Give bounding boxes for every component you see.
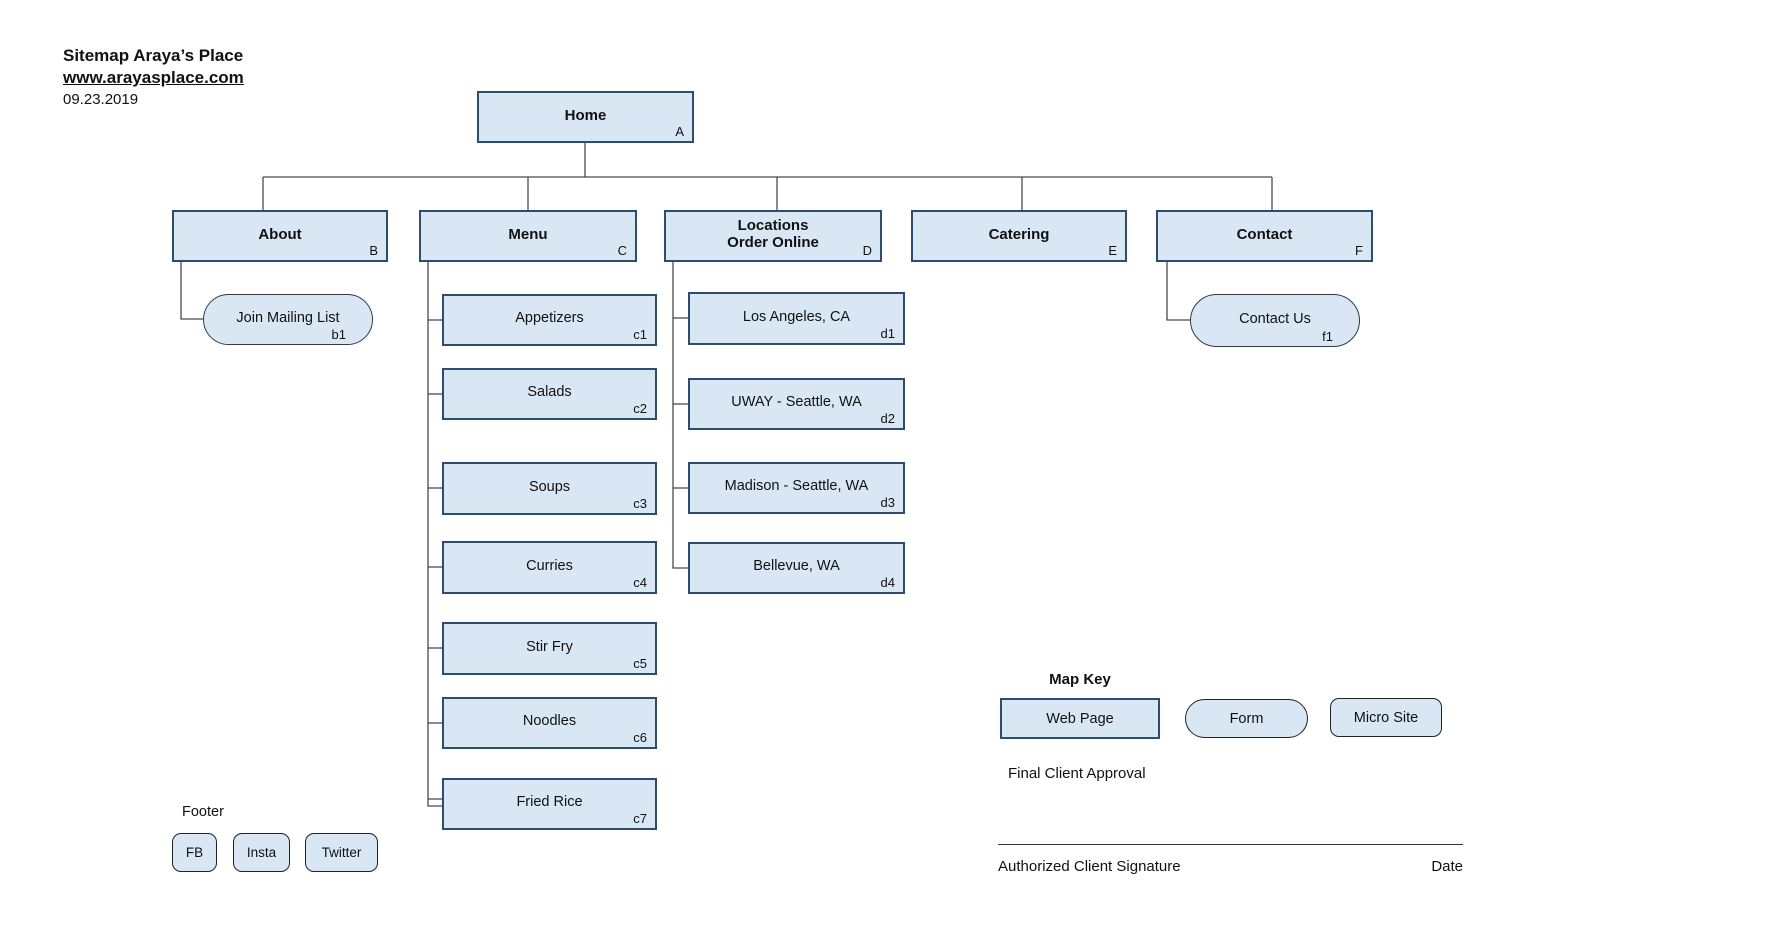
footer-twitter-label: Twitter — [321, 845, 362, 860]
footer-twitter-button: Twitter — [305, 833, 378, 872]
node-c6: Noodles c6 — [442, 697, 657, 749]
footer-instagram-label: Insta — [246, 845, 277, 860]
node-c5: Stir Fry c5 — [442, 622, 657, 675]
node-code: B — [369, 243, 378, 258]
node-code: c6 — [633, 730, 647, 745]
node-label: Madison - Seattle, WA — [724, 478, 869, 494]
sitemap-date: 09.23.2019 — [63, 91, 139, 108]
node-code: d4 — [880, 575, 895, 590]
node-code: c4 — [633, 575, 647, 590]
node-label: Contact — [1236, 225, 1293, 243]
node-code: F — [1355, 243, 1363, 258]
node-label: Catering — [988, 225, 1050, 243]
map-key-micro-site-label: Micro Site — [1353, 709, 1419, 726]
connector — [427, 262, 442, 807]
connector — [672, 262, 688, 569]
site-url: www.arayasplace.com — [63, 68, 244, 87]
node-label: Salads — [527, 384, 572, 400]
map-key-micro-site: Micro Site — [1330, 698, 1442, 737]
node-label: Home — [564, 106, 607, 124]
node-code: c3 — [633, 496, 647, 511]
node-c3: Soups c3 — [442, 462, 657, 515]
connector — [1166, 262, 1190, 321]
footer-facebook-button: FB — [172, 833, 217, 872]
node-code: A — [675, 124, 684, 139]
node-c1: Appetizers c1 — [442, 294, 657, 346]
node-label: Noodles — [522, 713, 577, 729]
authorized-signature-label: Authorized Client Signature — [998, 858, 1181, 875]
node-code: c1 — [633, 327, 647, 342]
node-code: b1 — [331, 327, 346, 342]
node-code: c7 — [633, 811, 647, 826]
node-label: Locations Order Online — [727, 217, 819, 251]
node-label: Menu — [508, 225, 548, 243]
node-code: C — [617, 243, 627, 258]
node-label: About — [258, 225, 302, 243]
footer-section-label: Footer — [182, 804, 224, 820]
node-label: Los Angeles, CA — [742, 308, 851, 325]
sitemap-title: Sitemap Araya’s Place — [63, 46, 244, 65]
map-key-title: Map Key — [1049, 671, 1111, 688]
map-key-web-page: Web Page — [1000, 698, 1160, 739]
node-label: Bellevue, WA — [753, 558, 840, 574]
node-label: Join Mailing List — [236, 309, 340, 326]
node-code: f1 — [1322, 329, 1333, 344]
date-label: Date — [1431, 858, 1463, 875]
node-label: Fried Rice — [516, 794, 583, 810]
node-label: Soups — [528, 478, 571, 495]
document-header: Sitemap Araya’s Place www.arayasplace.co… — [63, 45, 244, 111]
map-key-web-page-label: Web Page — [1046, 710, 1114, 727]
node-label: Appetizers — [515, 310, 584, 326]
connector — [180, 262, 203, 320]
node-label: UWAY - Seattle, WA — [731, 394, 862, 410]
final-client-approval-heading: Final Client Approval — [1008, 765, 1146, 782]
node-code: c5 — [633, 656, 647, 671]
footer-facebook-label: FB — [185, 845, 204, 860]
node-c7: Fried Rice c7 — [442, 778, 657, 830]
node-code: D — [862, 243, 872, 258]
node-label: Curries — [526, 557, 573, 574]
node-label: Contact Us — [1239, 310, 1311, 327]
node-code: E — [1108, 243, 1117, 258]
node-f1: Contact Us f1 — [1190, 294, 1360, 347]
node-c2: Salads c2 — [442, 368, 657, 420]
node-d3: Madison - Seattle, WA d3 — [688, 462, 905, 514]
node-code: c2 — [633, 401, 647, 416]
node-code: d3 — [880, 495, 895, 510]
node-code: d2 — [880, 411, 895, 426]
signature-line — [998, 844, 1463, 845]
node-code: d1 — [880, 326, 895, 341]
node-label: Stir Fry — [526, 638, 573, 655]
map-key-form-label: Form — [1229, 710, 1264, 727]
signature-row: Authorized Client Signature Date — [998, 858, 1463, 875]
node-d4: Bellevue, WA d4 — [688, 542, 905, 594]
node-d2: UWAY - Seattle, WA d2 — [688, 378, 905, 430]
map-key-form: Form — [1185, 699, 1308, 738]
footer-instagram-button: Insta — [233, 833, 290, 872]
node-c4: Curries c4 — [442, 541, 657, 594]
node-d1: Los Angeles, CA d1 — [688, 292, 905, 345]
